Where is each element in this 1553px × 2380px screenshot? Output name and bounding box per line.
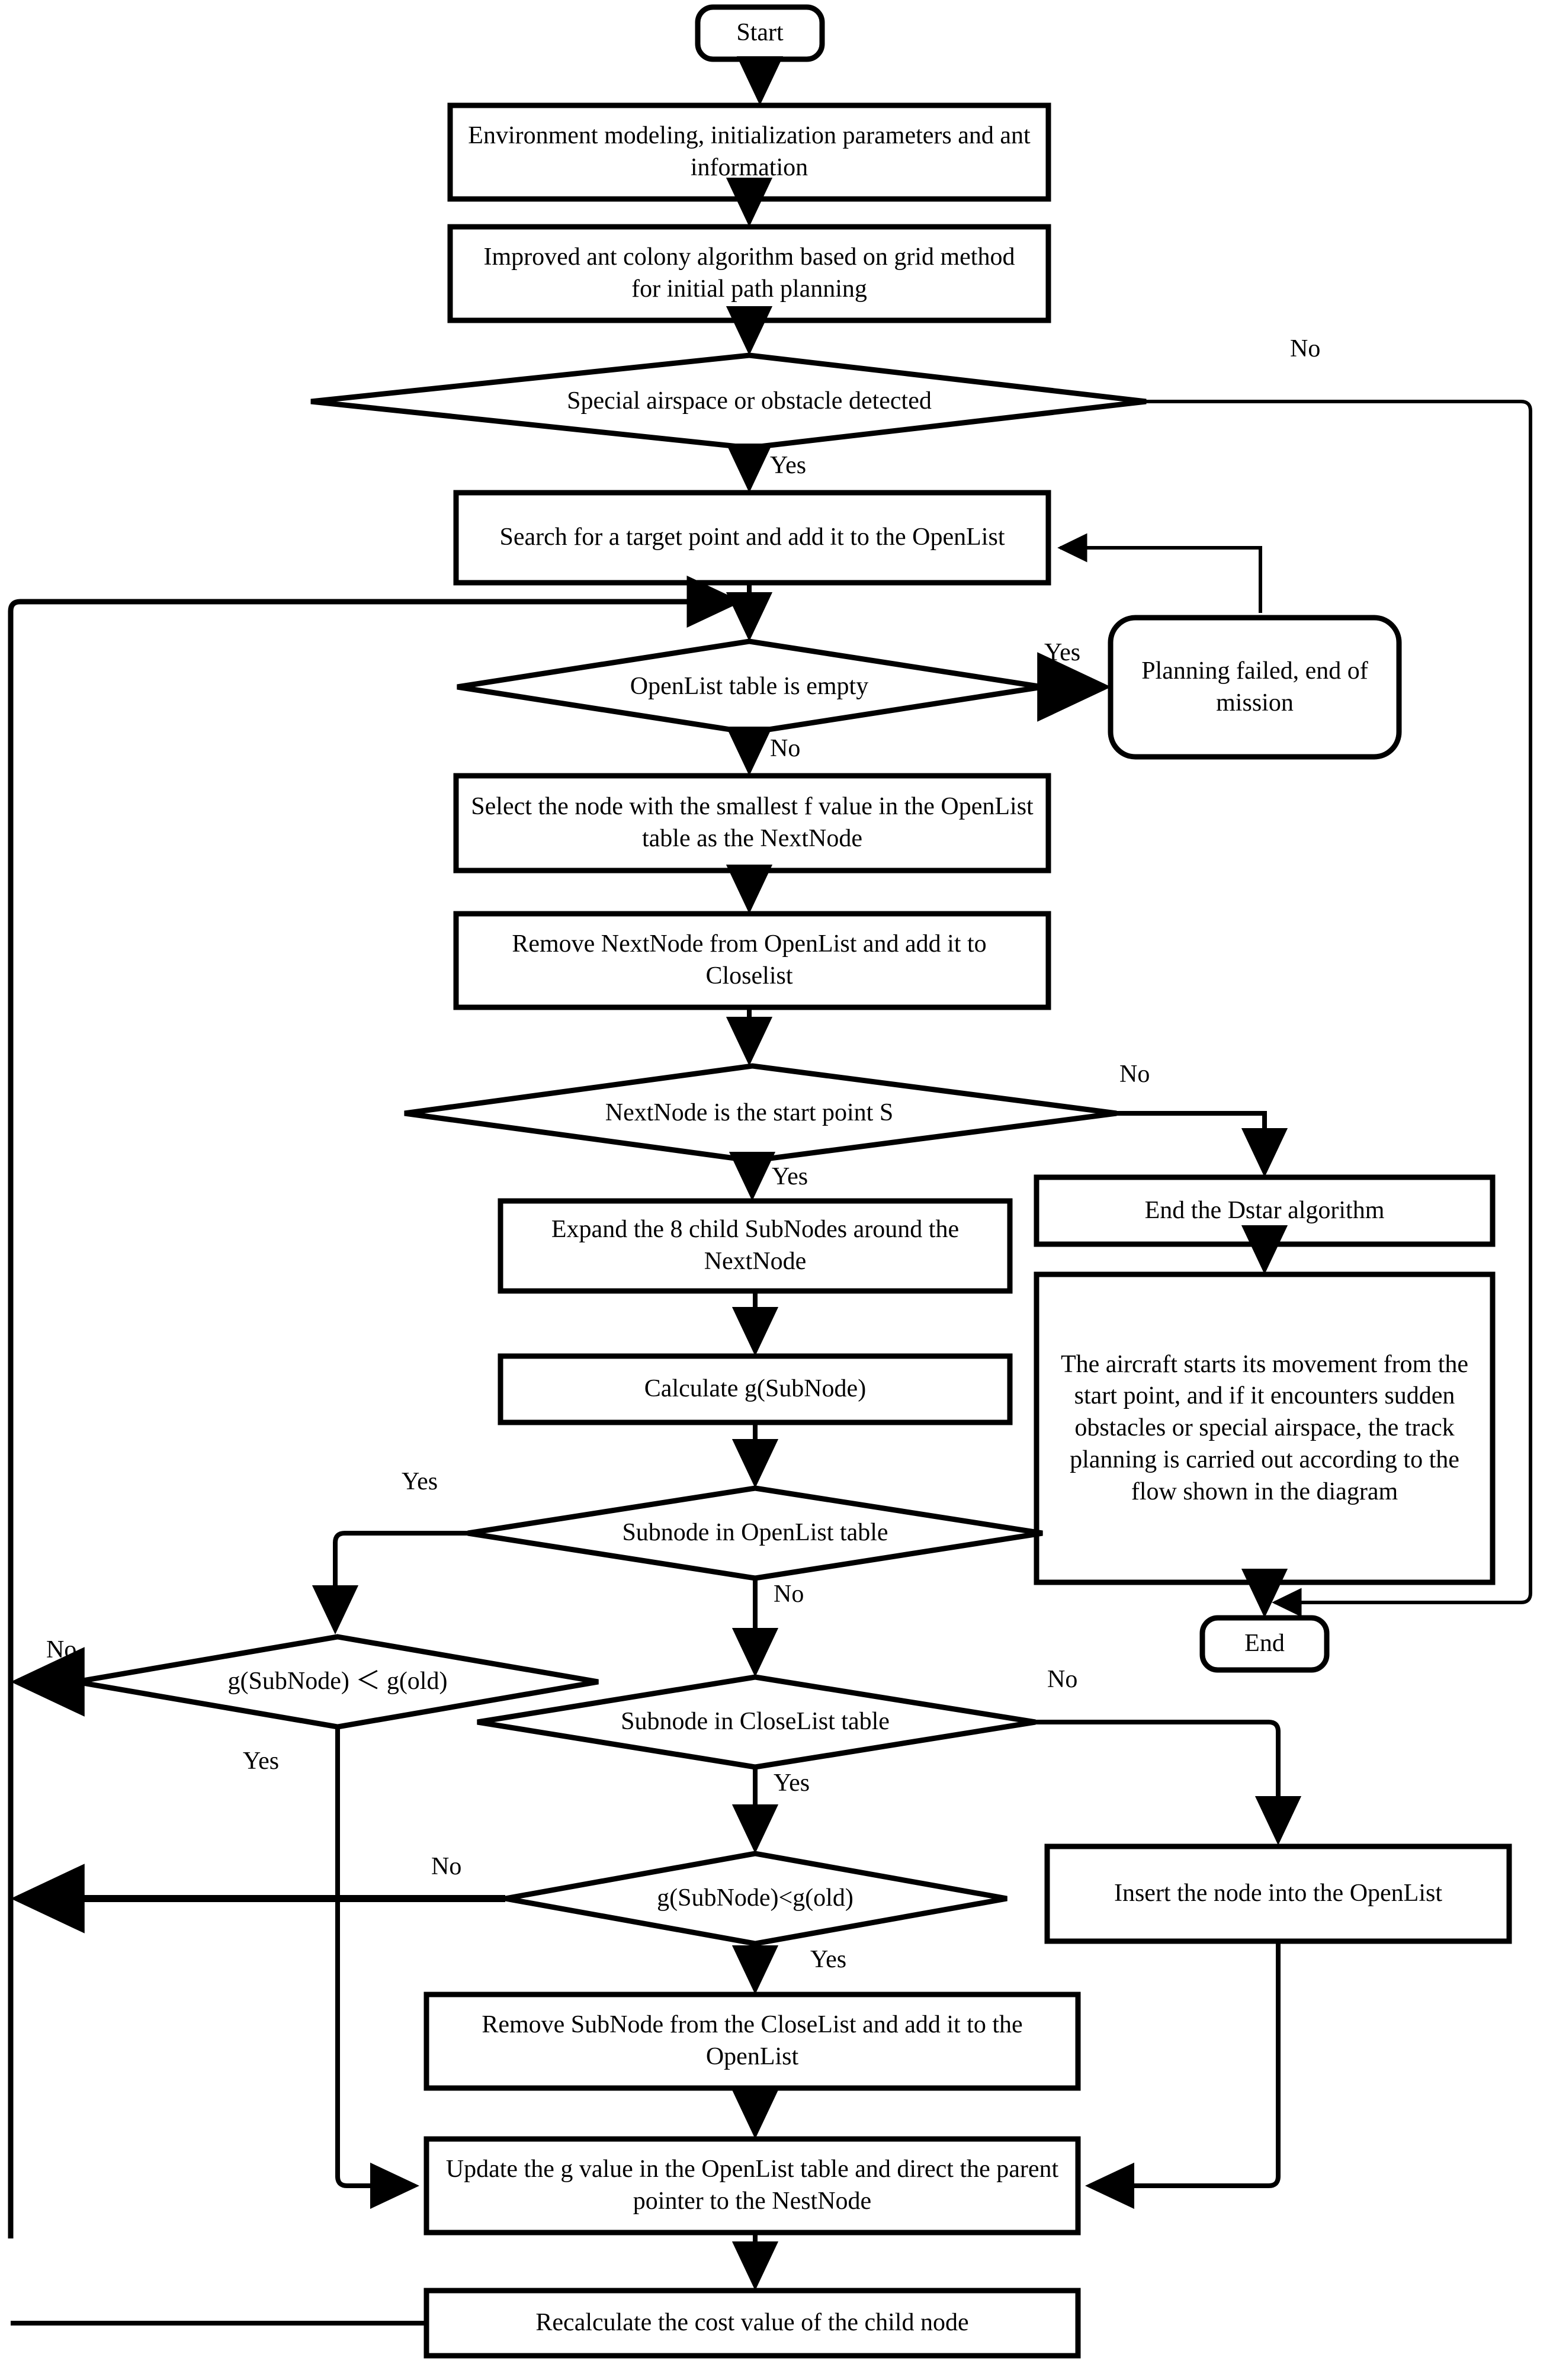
shape-search-target (453, 490, 1051, 586)
edge-label-gltoldb-no: No (431, 1853, 462, 1880)
edge-nextnode-no (1116, 1111, 1288, 1178)
edge-label-gltoldb-yes: Yes (810, 1946, 847, 1973)
shape-end (1199, 1615, 1330, 1673)
shape-subnode-open (467, 1485, 1043, 1581)
shape-calc-g (498, 1353, 1013, 1425)
edge-label-nextnode-no: No (1119, 1061, 1150, 1088)
shape-openlist-empty (457, 638, 1043, 735)
edge-loopback-to-search (8, 575, 743, 2238)
shape-insert-node (1044, 1843, 1512, 1944)
edge-gltolda-yes (335, 1727, 420, 2209)
shape-remove-subnode (423, 1992, 1081, 2091)
edge-label-openlist-no: No (770, 735, 801, 762)
edge-label-nextnode-yes: Yes (772, 1163, 808, 1190)
shape-ant-colony (447, 224, 1051, 323)
edge-insert-update (1084, 1941, 1281, 2209)
edge-subopen-yes (312, 1531, 468, 1635)
edge-noloop-to-search (1057, 533, 1262, 613)
edge-label-subopen-yes: Yes (402, 1468, 438, 1495)
edge-subclose-no (1035, 1720, 1302, 1846)
shape-nextnode-start (404, 1063, 1117, 1164)
shape-update-g (423, 2136, 1081, 2236)
shape-g-lt-old-b (505, 1851, 1007, 1947)
edge-label-subclose-no: No (1047, 1666, 1078, 1693)
shape-expand-sub (498, 1198, 1013, 1294)
edge-label-airspace-no: No (1290, 335, 1321, 362)
edge-label-gltolda-no: No (46, 1636, 77, 1663)
shape-select-node (453, 773, 1051, 873)
shape-start (695, 4, 825, 62)
shape-recalculate (423, 2288, 1081, 2359)
edge-label-subclose-yes: Yes (774, 1769, 810, 1797)
edge-label-subopen-no: No (774, 1581, 804, 1608)
shape-aircraft-move (1034, 1271, 1496, 1585)
edge-airspace-no (1146, 400, 1532, 1617)
shape-special-airspace (310, 352, 1147, 451)
edge-label-gltolda-yes: Yes (243, 1748, 280, 1775)
shape-end-dstar (1034, 1174, 1496, 1247)
shape-env-model (447, 102, 1051, 202)
edge-label-airspace-yes: Yes (770, 452, 807, 479)
shape-remove-nextnode (453, 911, 1051, 1010)
shape-planning-failed (1108, 615, 1402, 760)
edge-label-openlist-yes: Yes (1044, 639, 1081, 666)
